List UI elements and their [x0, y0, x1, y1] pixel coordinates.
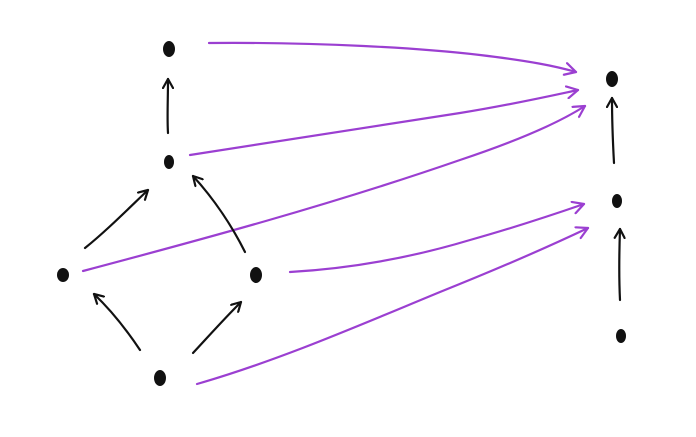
node-left-top: [163, 41, 175, 57]
right-chain-arrows: [612, 96, 620, 302]
mapping-arrows: [81, 41, 590, 386]
arrow-bottom-to-right: [191, 300, 243, 355]
mapping-arrow-bottom-to-middle: [195, 228, 590, 386]
mapping-arrow-top-to-top: [207, 41, 578, 72]
node-left-bottom: [154, 370, 166, 386]
arrow-right-to-upper-middle: [191, 174, 247, 254]
mapping-arrow-left-to-top: [81, 104, 587, 273]
node-chain-middle: [612, 194, 622, 208]
node-left-upper-middle: [164, 155, 174, 169]
node-left-left: [57, 268, 69, 282]
arrow-bottom-to-left: [92, 292, 142, 352]
arrow-chain-bottom-to-middle: [619, 227, 620, 302]
left-poset-nodes: [57, 41, 262, 386]
left-poset-arrows: [83, 77, 247, 355]
mapping-arrow-right-to-middle: [288, 204, 586, 274]
mapping-arrow-upper-middle-to-top: [188, 90, 580, 157]
node-chain-top: [606, 71, 618, 87]
arrow-left-to-upper-middle: [83, 188, 150, 250]
arrow-chain-middle-to-top: [612, 96, 614, 165]
right-chain-nodes: [606, 71, 626, 343]
node-left-right: [250, 267, 262, 283]
node-chain-bottom: [616, 329, 626, 343]
